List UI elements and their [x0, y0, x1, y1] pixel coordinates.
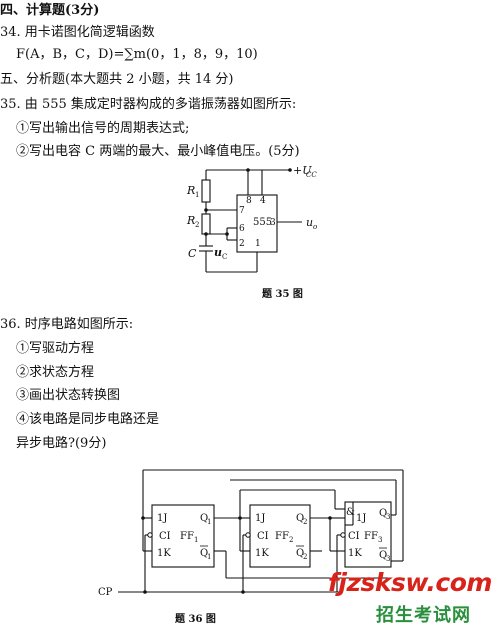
pin-4: 4 — [260, 196, 266, 206]
question-36-item-2: ②求状态方程 — [16, 365, 95, 380]
ff2-sub: 2 — [289, 536, 293, 544]
r2-label: R — [186, 214, 195, 227]
ff3-k-label: 1K — [348, 548, 362, 559]
pin-1: 1 — [255, 239, 261, 249]
vcc-sub: CC — [306, 171, 317, 179]
figure-35-caption: 题 35 图 — [262, 288, 303, 300]
r2-sub: 2 — [195, 221, 199, 229]
r1-label: R — [186, 184, 195, 197]
watermark-tagline: 招生考试网 — [376, 605, 471, 626]
ff1-k-label: 1K — [157, 548, 171, 559]
ff3-q-sub: 3 — [386, 513, 390, 521]
ff1-sub: 1 — [194, 536, 198, 544]
watermark-site-name: fjzsksw.com — [328, 568, 492, 597]
uo-sub: o — [313, 223, 317, 231]
uc-label: u — [214, 246, 222, 259]
ff1-qbar-sub: 1 — [207, 553, 211, 561]
ff1-q-label: Q — [200, 513, 208, 524]
question-36-item-4: ④该电路是同步电路还是 — [16, 412, 160, 427]
ff2-k-label: 1K — [255, 548, 269, 559]
question-35-item-1: ①写出输出信号的周期表达式; — [16, 121, 190, 136]
pin-6: 6 — [239, 224, 245, 234]
pin-7: 7 — [239, 206, 245, 216]
ff3-q-label: Q — [379, 508, 387, 519]
cp-label: CP — [98, 587, 113, 598]
pin-3: 3 — [270, 218, 276, 228]
ff1-name: FF — [180, 531, 194, 542]
r1-sub: 1 — [195, 191, 199, 199]
question-36-title: 36. 时序电路如图所示: — [0, 317, 134, 332]
vcc-label: +U — [293, 164, 312, 177]
ff3-qbar-sub: 3 — [386, 555, 390, 563]
question-34-title: 34. 用卡诺图化简逻辑函数 — [0, 25, 155, 40]
pin-2: 2 — [239, 239, 245, 249]
question-36-item-4-continued: 异步电路?(9分) — [16, 436, 107, 451]
ff3-ci-label: CI — [348, 531, 360, 542]
capacitor-label: C — [188, 247, 197, 260]
ff1-ci-label: CI — [159, 531, 171, 542]
question-34-formula: F(A，B，C，D)=∑m(0，1，8，9，10) — [16, 47, 258, 62]
ff1-j-label: 1J — [157, 513, 167, 524]
ff1-q-sub: 1 — [207, 518, 211, 526]
ff3-j-label: 1J — [356, 513, 366, 524]
question-35-title: 35. 由 555 集成定时器构成的多谐振荡器如图所示: — [0, 97, 297, 112]
ff2-q-sub: 2 — [303, 518, 307, 526]
section-4-heading: 四、计算题(3分) — [0, 3, 100, 18]
ff2-qbar-sub: 2 — [303, 553, 307, 561]
ff2-qbar-label: Q — [296, 548, 304, 559]
section-5-heading: 五、分析题(本大题共 2 小题，共 14 分) — [0, 72, 234, 87]
pin-8: 8 — [246, 196, 252, 206]
ff3-name: FF — [364, 531, 378, 542]
ff2-j-label: 1J — [255, 513, 265, 524]
ff2-ci-label: CI — [257, 531, 269, 542]
figure-36-caption: 题 36 图 — [175, 613, 216, 625]
uc-sub: C — [222, 253, 227, 261]
chip-555-label: 555 — [253, 217, 272, 228]
site-watermark: fjzsksw.com 招生考试网 — [328, 568, 493, 628]
ff3-and-label: & — [346, 507, 355, 518]
ff1-qbar-label: Q — [200, 548, 208, 559]
ff3-qbar-label: Q — [379, 550, 387, 561]
question-36-item-3: ③画出状态转换图 — [16, 388, 121, 403]
ff3-sub: 3 — [378, 536, 382, 544]
ff2-name: FF — [275, 531, 289, 542]
ff2-q-label: Q — [296, 513, 304, 524]
question-35-item-2: ②写出电容 C 两端的最大、最小峰值电压。(5分) — [16, 144, 300, 159]
uo-label: u — [306, 216, 313, 229]
question-36-item-1: ①写驱动方程 — [16, 341, 95, 356]
